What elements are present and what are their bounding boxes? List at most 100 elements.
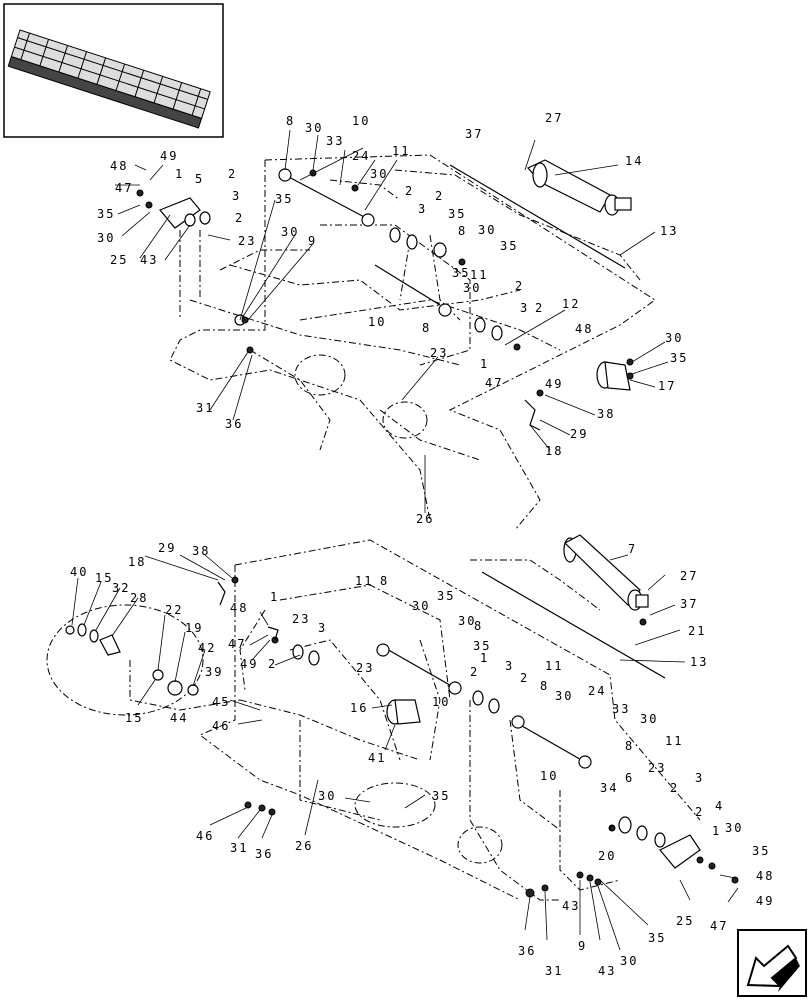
callout: 30 <box>97 231 115 245</box>
top-shaft-13 <box>449 164 626 269</box>
callout: 30 <box>305 121 323 135</box>
bottom-bearings <box>231 576 739 898</box>
bottom-driveshaft-7 <box>563 534 649 611</box>
callout: 2 <box>268 657 277 671</box>
callout: 44 <box>170 711 188 725</box>
callout: 48 <box>230 601 248 615</box>
callout: 24 <box>352 149 370 163</box>
callout: 39 <box>205 665 223 679</box>
callout: 15 <box>125 711 143 725</box>
callout: 10 <box>540 769 558 783</box>
callout: 27 <box>545 111 563 125</box>
callout: 2 <box>515 279 524 293</box>
top-shaft-10b <box>374 264 441 306</box>
callout: 2 <box>235 211 244 225</box>
top-shaft-10a <box>284 174 371 221</box>
callout: 30 <box>370 167 388 181</box>
header-thumbnail-image[interactable] <box>3 3 224 138</box>
callout: 35 <box>500 239 518 253</box>
callout: 35 <box>648 931 666 945</box>
callout: 3 <box>695 771 704 785</box>
callout: 30 <box>640 712 658 726</box>
callout: 11 <box>392 144 410 158</box>
callout: 20 <box>598 849 616 863</box>
callout: 31 <box>196 401 214 415</box>
callout: 30 <box>665 331 683 345</box>
callout: 47 <box>115 181 133 195</box>
callout: 12 <box>562 297 580 311</box>
callout: 31 <box>230 841 248 855</box>
callout: 23 <box>238 234 256 248</box>
callout: 32 <box>112 581 130 595</box>
callout: 19 <box>185 621 203 635</box>
callout: 10 <box>368 315 386 329</box>
callout: 8 <box>625 739 634 753</box>
callout: 30 <box>281 225 299 239</box>
callout: 7 <box>628 542 637 556</box>
callout: 35 <box>437 589 455 603</box>
callout: 1 <box>270 590 279 604</box>
callout: 36 <box>518 944 536 958</box>
callout: 28 <box>130 591 148 605</box>
bottom-pulley-group <box>65 623 199 696</box>
callout: 48 <box>110 159 128 173</box>
callout: 47 <box>228 637 246 651</box>
callout: 35 <box>473 639 491 653</box>
callout: 24 <box>588 684 606 698</box>
callout: 23 <box>356 661 374 675</box>
callout: 30 <box>458 614 476 628</box>
callout: 47 <box>485 376 503 390</box>
callout: 26 <box>416 512 434 526</box>
callout: 38 <box>192 544 210 558</box>
callout: 29 <box>158 541 176 555</box>
callout: 2 <box>228 167 237 181</box>
top-leader-lines <box>115 129 669 513</box>
callout: 2 <box>405 184 414 198</box>
callout: 31 <box>545 964 563 978</box>
callout: 48 <box>575 322 593 336</box>
callout: 8 <box>380 574 389 588</box>
callout: 18 <box>545 444 563 458</box>
callout: 43 <box>140 253 158 267</box>
callout: 36 <box>255 847 273 861</box>
callout: 2 <box>520 671 529 685</box>
callout: 1 <box>712 824 721 838</box>
callout: 3 <box>520 301 529 315</box>
callout: 8 <box>458 224 467 238</box>
top-callouts: 8 30 33 10 11 24 30 48 49 47 1 5 2 35 30… <box>97 111 686 526</box>
callout: 23 <box>430 346 448 360</box>
callout: 30 <box>620 954 638 968</box>
callout: 15 <box>95 571 113 585</box>
callout: 45 <box>212 695 230 709</box>
callout: 23 <box>292 612 310 626</box>
bottom-leader-lines <box>71 554 739 951</box>
callout: 38 <box>597 407 615 421</box>
callout: 10 <box>352 114 370 128</box>
callout: 33 <box>612 702 630 716</box>
callout: 49 <box>756 894 774 908</box>
callout: 3 <box>318 621 327 635</box>
callout: 2 <box>470 665 479 679</box>
callout: 49 <box>160 149 178 163</box>
callout: 17 <box>658 379 676 393</box>
callout: 1 <box>175 167 184 181</box>
callout: 30 <box>725 821 743 835</box>
callout: 42 <box>198 641 216 655</box>
callout: 13 <box>690 655 708 669</box>
previous-page-arrow-icon[interactable] <box>737 929 807 997</box>
callout: 49 <box>545 377 563 391</box>
bottom-clip-47 <box>267 626 279 641</box>
callout: 47 <box>710 919 728 933</box>
callout: 46 <box>196 829 214 843</box>
callout: 30 <box>463 281 481 295</box>
callout: 30 <box>318 789 336 803</box>
callout: 35 <box>752 844 770 858</box>
callout: 30 <box>478 223 496 237</box>
top-bearings <box>136 168 634 397</box>
callout: 5 <box>195 172 204 186</box>
callout: 4 <box>715 799 724 813</box>
callout: 3 <box>505 659 514 673</box>
callout: 11 <box>470 268 488 282</box>
callout: 9 <box>308 234 317 248</box>
top-frame-outline <box>169 154 656 531</box>
